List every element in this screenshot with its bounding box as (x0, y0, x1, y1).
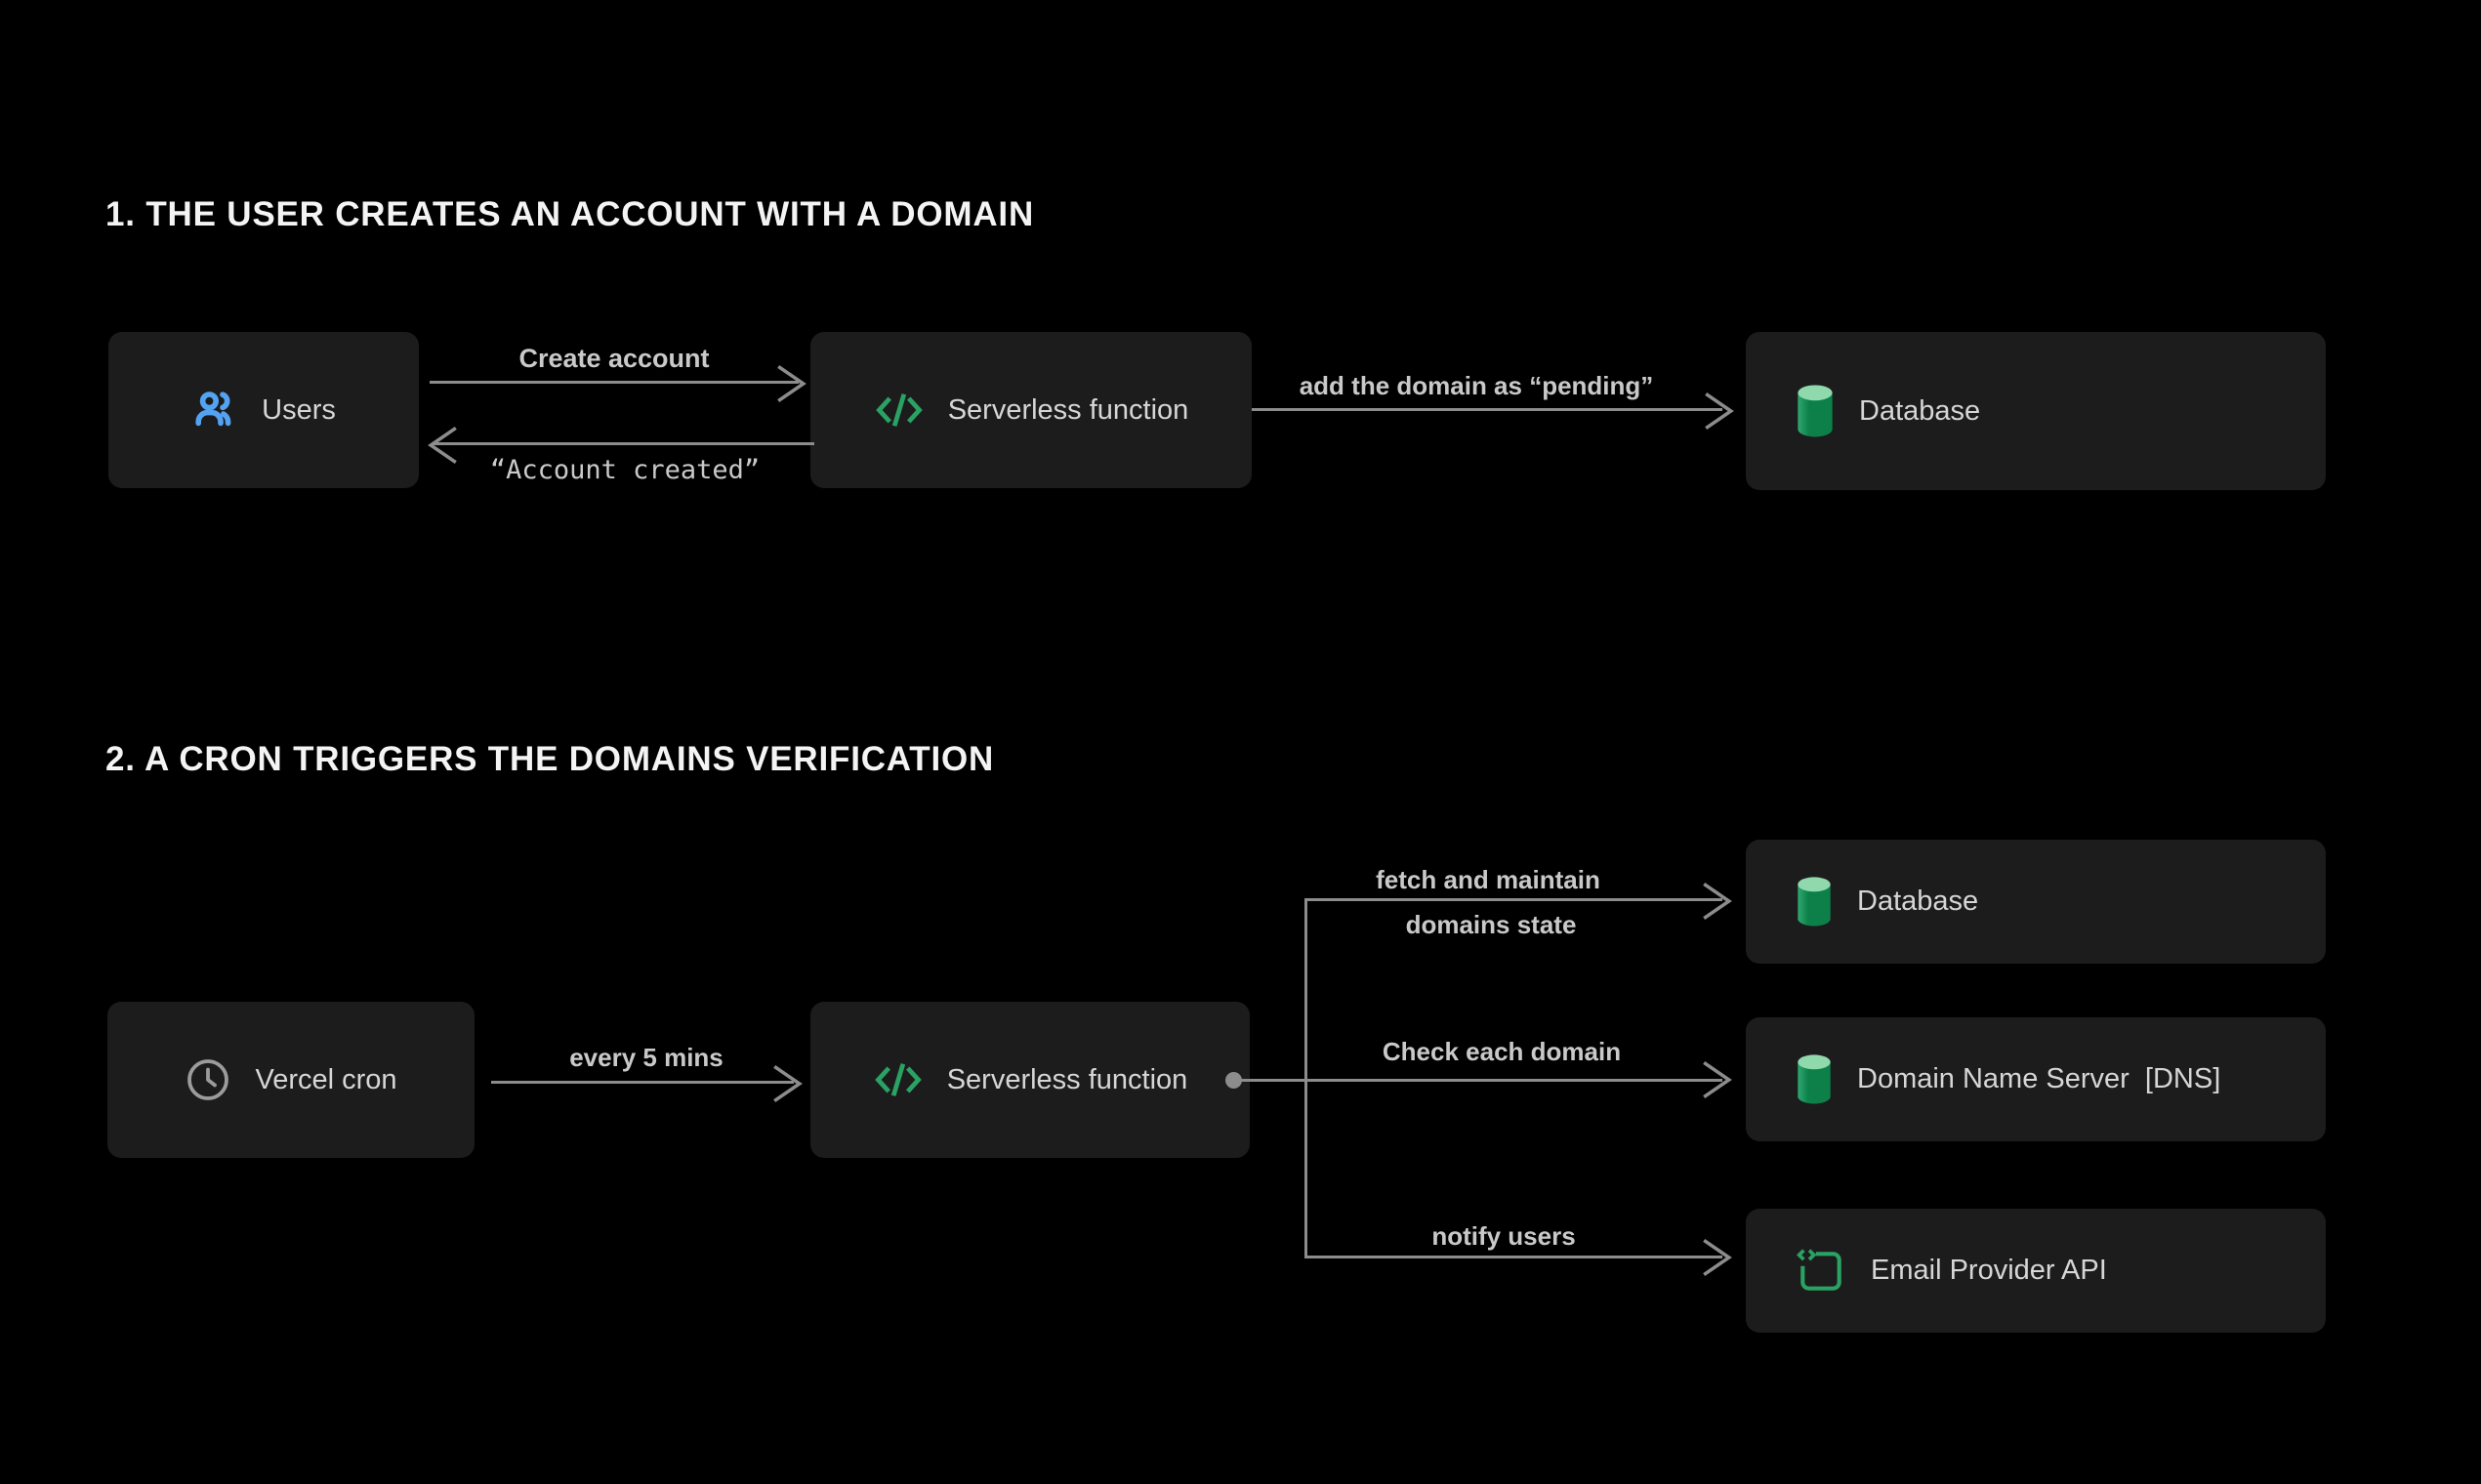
node-label: Domain Name Server [DNS] (1857, 1063, 2221, 1094)
edge-label-add-domain-pending: add the domain as “pending” (1299, 371, 1654, 400)
arrow-account-created-line (434, 442, 814, 445)
node-label: Database (1857, 886, 1979, 917)
database-icon (1795, 1053, 1834, 1105)
arrow-fetch-maintain-line (1304, 898, 1722, 901)
arrow-create-account-line (430, 381, 799, 384)
node-label: Email Provider API (1871, 1255, 2107, 1286)
database-icon (1795, 876, 1834, 928)
node-label: Users (262, 393, 336, 426)
node-database-1: Database (1746, 332, 2326, 490)
node-email-provider-api: Email Provider API (1746, 1209, 2326, 1333)
node-domain-name-server: Domain Name Server [DNS] (1746, 1017, 2326, 1141)
arrowhead-right-icon (1703, 1060, 1732, 1099)
arrow-check-each-domain-line (1233, 1079, 1722, 1082)
arrowhead-right-icon (777, 364, 806, 403)
node-label: Database (1859, 394, 1981, 427)
arrowhead-left-icon (428, 426, 457, 465)
clock-icon (185, 1056, 231, 1103)
section-1-title: 1. THE USER CREATES AN ACCOUNT WITH A DO… (105, 195, 1035, 233)
email-api-icon (1795, 1245, 1847, 1298)
node-label: Serverless function (946, 1063, 1188, 1095)
branch-vertical-line (1304, 899, 1307, 1258)
edge-label-fetch-and-maintain: fetch and maintain (1376, 865, 1600, 894)
arrowhead-right-icon (1703, 1238, 1732, 1277)
node-database-2: Database (1746, 840, 2326, 964)
edge-label-every-5-mins: every 5 mins (569, 1043, 724, 1072)
arrow-notify-users-line (1304, 1256, 1722, 1258)
arrowhead-right-icon (773, 1064, 803, 1103)
node-vercel-cron: Vercel cron (107, 1002, 475, 1158)
node-users: Users (108, 332, 419, 488)
arrowhead-right-icon (1705, 392, 1734, 431)
edge-label-notify-users: notify users (1431, 1221, 1576, 1251)
arrowhead-right-icon (1703, 882, 1732, 921)
edge-label-create-account: Create account (518, 344, 710, 373)
edge-label-check-each-domain: Check each domain (1382, 1037, 1622, 1066)
node-serverless-function-1: Serverless function (810, 332, 1252, 488)
edge-label-account-created: “Account created” (489, 455, 761, 485)
arrow-add-domain-line (1252, 408, 1722, 411)
code-icon (873, 1054, 924, 1105)
users-icon (191, 387, 238, 433)
node-label: Vercel cron (255, 1063, 397, 1095)
section-2-title: 2. A CRON TRIGGERS THE DOMAINS VERIFICAT… (105, 740, 995, 778)
code-icon (874, 385, 925, 435)
node-serverless-function-2: Serverless function (810, 1002, 1250, 1158)
database-icon (1795, 384, 1836, 438)
arrow-every-5-mins-line (491, 1081, 794, 1084)
node-label: Serverless function (947, 393, 1189, 426)
edge-label-domains-state: domains state (1405, 910, 1577, 939)
